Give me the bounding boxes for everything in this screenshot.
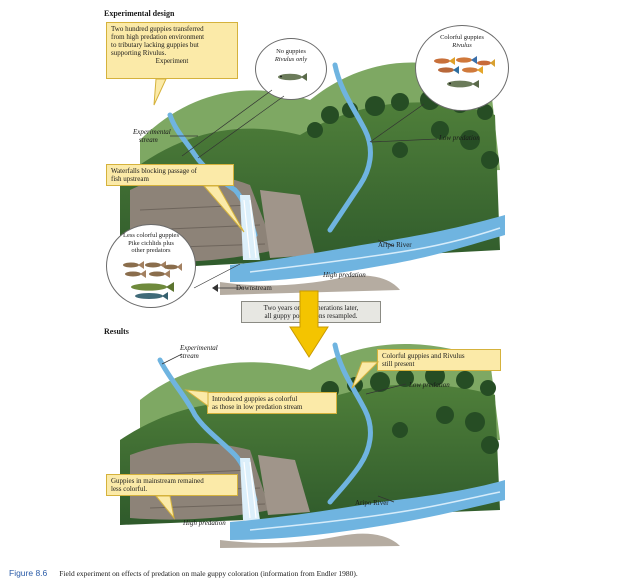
experiment-line-1: Two hundred guppies transferred: [111, 25, 204, 33]
mainstream-line-2: less colorful.: [111, 485, 148, 493]
high-predation-label-bottom: High predation: [183, 519, 226, 527]
experimental-stream-bottom-line-1: Experimental: [180, 344, 218, 352]
other-predators-label: other predators: [131, 247, 171, 254]
results-title: Results: [104, 327, 129, 336]
high-predation-label-top: High predation: [323, 271, 366, 279]
downstream-arrow: [212, 284, 244, 292]
aripo-pointer-bottom: [377, 495, 395, 503]
colorful-results-pointer: [351, 361, 380, 389]
low-predation-label-top: Low predation: [439, 134, 480, 142]
waterfalls-note: Waterfalls blocking passage of fish upst…: [106, 164, 234, 186]
experiment-note: Two hundred guppies transferred from hig…: [106, 22, 238, 79]
colorful-results-line-1: Colorful guppies and Rivulus: [382, 352, 465, 360]
less-colorful-circle: Less colorful guppies Pike cichlids plus…: [106, 224, 196, 308]
mainstream-note: Guppies in mainstream remained less colo…: [106, 474, 238, 496]
design-title: Experimental design: [104, 9, 175, 18]
experimental-stream-label-bottom: Experimental stream: [180, 344, 218, 360]
no-guppies-circle: No guppies Rivulus only: [255, 38, 327, 100]
pike-cichlids-label: Pike cichlids plus: [128, 239, 174, 247]
mainstream-line-1: Guppies in mainstream remained: [111, 477, 204, 485]
introduced-line-1: Introduced guppies as colorful: [212, 395, 298, 403]
figure-number: Figure 8.6: [9, 568, 48, 578]
figure-caption: Figure 8.6 Field experiment on effects o…: [9, 563, 358, 581]
aripo-river-label-top: Aripo River: [378, 241, 412, 249]
rivulus-label: Rivulus: [452, 41, 472, 49]
experimental-stream-pointer: [170, 135, 198, 137]
experimental-stream-pointer-bottom: [161, 353, 183, 365]
low-predation-stream: [327, 62, 373, 233]
experimental-stream-line-1: Experimental: [133, 128, 171, 136]
rivulus-only-label: Rivulus only: [274, 55, 308, 63]
rivulus-fish-icon: [278, 73, 307, 81]
colorful-guppies-label: Colorful guppies: [440, 34, 484, 41]
colorful-guppies-circle: Colorful guppies Rivulus: [415, 25, 509, 111]
waterfalls-line-1: Waterfalls blocking passage of: [111, 167, 197, 175]
experimental-stream-line-2: stream: [139, 136, 158, 144]
caption-text: Field experiment on effects of predation…: [59, 569, 358, 578]
experiment-line-3: to tributary lacking guppies but: [111, 41, 199, 49]
aripo-river: [230, 215, 505, 282]
low-predation-label-bottom: Low predation: [409, 381, 450, 389]
colorful-guppies-icon: [434, 56, 495, 88]
aripo-river-label-bottom: Aripo River: [355, 499, 389, 507]
downstream-label: Downstream: [236, 284, 272, 292]
less-colorful-guppies-icon: [123, 261, 182, 300]
rock-cliff-2: [260, 190, 315, 258]
experiment-line-2: from high predation environment: [111, 33, 205, 41]
less-colorful-pointer: [193, 263, 241, 289]
less-colorful-label: Less colorful guppies: [123, 232, 179, 239]
experiment-pointer: [153, 78, 167, 106]
experiment-line-4: supporting Rivulus.: [111, 49, 167, 57]
experimental-stream-label: Experimental stream: [133, 128, 171, 144]
aripo-pointer-top: [377, 239, 395, 247]
experimental-stream-bottom-line-2: stream: [180, 352, 199, 360]
mainstream-pointer: [154, 495, 175, 520]
down-arrow-icon: [289, 290, 329, 358]
no-guppies-label: No guppies: [276, 48, 306, 55]
low-predation-pointer-bottom: [365, 383, 407, 395]
waterfalls-pointer: [202, 185, 245, 233]
low-predation-pointer-top: [370, 138, 438, 143]
experiment-tag: Experiment: [155, 57, 189, 65]
colorful-pointer: [369, 103, 425, 143]
introduced-line-2: as those in low predation stream: [212, 403, 303, 411]
colorful-results-line-2: still present: [382, 360, 415, 368]
introduced-pointer: [184, 389, 209, 407]
colorful-results-note: Colorful guppies and Rivulus still prese…: [377, 349, 501, 371]
introduced-guppies-note: Introduced guppies as colorful as those …: [207, 392, 337, 414]
waterfalls-line-2: fish upstream: [111, 175, 149, 183]
no-guppies-pointer-lines: [181, 89, 285, 159]
